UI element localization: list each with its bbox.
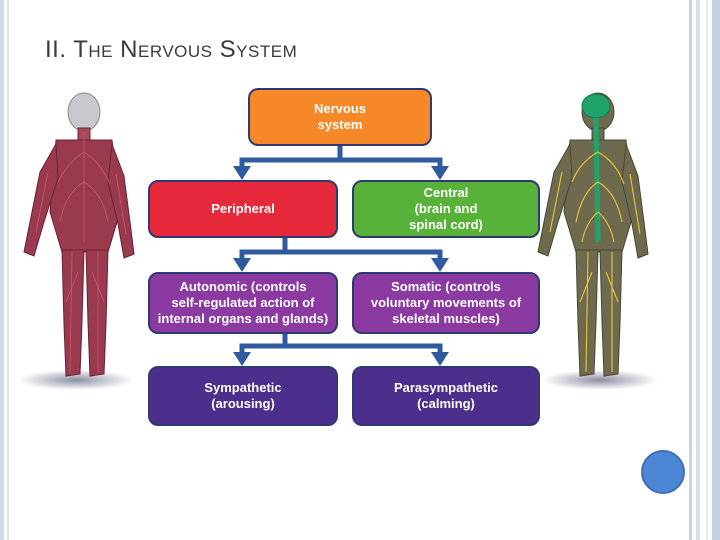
peripheral-node: Peripheral bbox=[148, 180, 338, 238]
autonomic-node: Autonomic (controls self-regulated actio… bbox=[148, 272, 338, 334]
central-label: Central (brain and spinal cord) bbox=[409, 185, 483, 232]
nervous-system-label: Nervous system bbox=[313, 101, 367, 132]
right-border-rail bbox=[712, 0, 720, 540]
sympathetic-node: Sympathetic (arousing) bbox=[148, 366, 338, 426]
parasympathetic-node: Parasympathetic (calming) bbox=[352, 366, 540, 426]
left-border-rail bbox=[0, 0, 4, 540]
left-border-rail-inner bbox=[7, 0, 9, 540]
peripheral-nerves-figure bbox=[18, 92, 135, 390]
peripheral-label: Peripheral bbox=[211, 201, 275, 216]
right-border-rail bbox=[689, 0, 692, 540]
somatic-node: Somatic (controls voluntary movements of… bbox=[352, 272, 540, 334]
autonomic-label: Autonomic (controls self-regulated actio… bbox=[157, 279, 329, 326]
sympathetic-label: Sympathetic (arousing) bbox=[204, 380, 282, 411]
somatic-label: Somatic (controls voluntary movements of… bbox=[370, 279, 522, 326]
right-border-rail bbox=[696, 0, 700, 540]
central-node: Central (brain and spinal cord) bbox=[352, 180, 540, 238]
parasympathetic-label: Parasympathetic (calming) bbox=[393, 380, 499, 411]
slide-title: II. The Nervous System bbox=[45, 36, 298, 63]
nervous-system-node: Nervous system bbox=[248, 88, 432, 146]
slide-decoration-circle bbox=[641, 450, 685, 494]
central-nervous-system-figure bbox=[537, 92, 658, 390]
right-border-rail bbox=[706, 0, 708, 540]
